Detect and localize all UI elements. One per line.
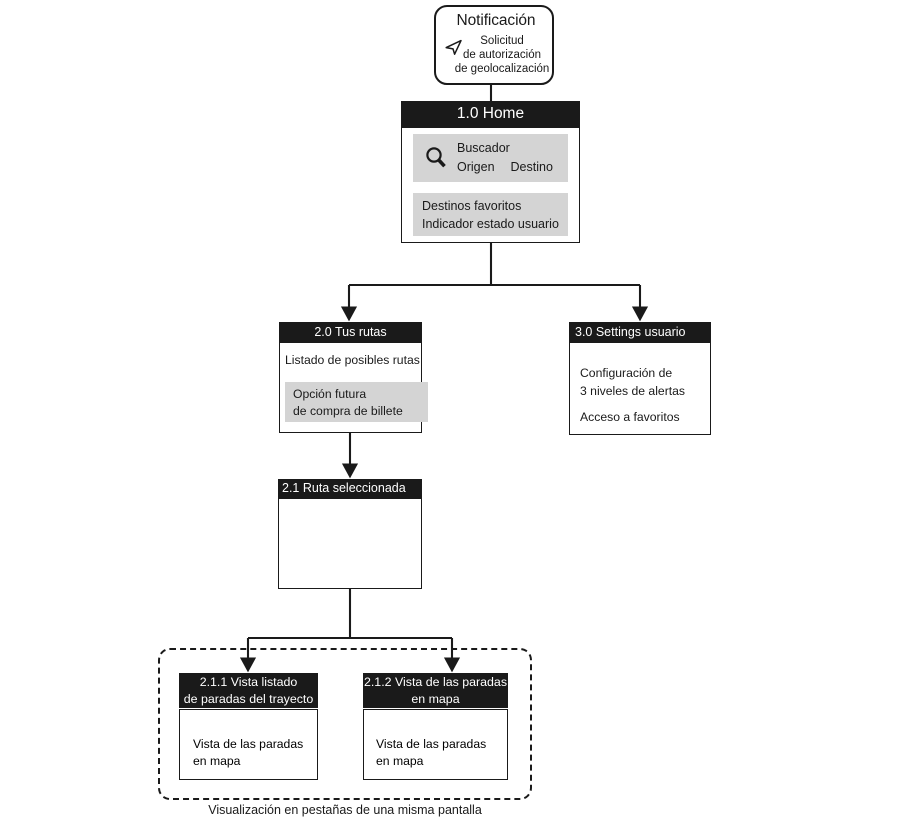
home-search-endpoints: Origen Destino [457,158,569,177]
screen-home[interactable]: 1.0 Home Buscador Origen Destino Destinos… [401,101,580,243]
tab-211-header: 2.1.1 Vista listado de paradas del traye… [179,673,318,708]
tab-212-body [363,709,508,780]
screen-vista-paradas-mapa[interactable]: 2.1.2 Vista de las paradas en mapa Vista… [363,673,508,780]
tus-rutas-list-label: Listado de posibles rutas [285,353,420,367]
screen-ruta-seleccionada[interactable]: 2.1 Ruta seleccionada [278,479,422,589]
tabs-group-caption: Visualización en pestañas de una misma p… [208,803,482,817]
home-search-panel[interactable]: Buscador Origen Destino [413,134,568,182]
notification-body: Solicitud de autorización de geolocaliza… [450,34,554,77]
home-favorites-panel[interactable]: Destinos favoritos Indicador estado usua… [413,193,568,236]
home-search-origin[interactable]: Origen [457,159,495,174]
settings-body [569,342,711,435]
home-search-labels: Buscador Origen Destino [457,139,569,176]
home-favorites-line2: Indicador estado usuario [422,216,559,231]
settings-content: Configuración de 3 niveles de alertas Ac… [580,365,685,427]
screen-vista-listado-paradas[interactable]: 2.1.1 Vista listado de paradas del traye… [179,673,318,780]
tab-212-header-line2: en mapa [411,692,460,706]
tus-rutas-future-option-panel[interactable]: Opción futura de compra de billete [285,382,428,422]
screen-tus-rutas[interactable]: 2.0 Tus rutas Listado de posibles rutas … [279,322,428,433]
screen-settings-usuario[interactable]: 3.0 Settings usuario Configuración de 3 … [569,322,711,435]
tab-212-header: 2.1.2 Vista de las paradas en mapa [363,673,508,708]
tus-rutas-panel-line2: de compra de billete [293,404,403,418]
notification-body-line1: Solicitud [480,35,524,47]
ruta-seleccionada-header: 2.1 Ruta seleccionada [278,479,422,498]
ruta-seleccionada-body [278,498,422,589]
home-favorites-line1: Destinos favoritos [422,199,522,213]
settings-line3: Acceso a favoritos [580,410,680,424]
tab-211-header-line1: 2.1.1 Vista listado [199,675,298,689]
tab-211-body [179,709,318,780]
notification-title: Notificación [456,12,536,29]
tab-212-body-text: Vista de las paradas en mapa [376,736,486,769]
tab-211-body-line2: en mapa [193,753,241,768]
tus-rutas-panel-line1: Opción futura [293,387,367,401]
home-search-destination[interactable]: Destino [510,159,553,174]
tab-211-body-text: Vista de las paradas en mapa [193,736,303,769]
settings-line2: 3 niveles de alertas [580,383,686,398]
settings-spacer [580,400,685,409]
tab-212-header-line1: 2.1.2 Vista de las paradas [363,675,508,689]
search-icon[interactable] [423,145,449,171]
tab-211-header-line2: de paradas del trayecto [183,692,314,706]
notification-card: Notificación Solicitud de autorización d… [434,5,554,85]
tab-212-body-line2: en mapa [376,753,424,768]
settings-line1: Configuración de [580,366,673,380]
tab-212-body-line1: Vista de las paradas [376,737,487,751]
home-header: 1.0 Home [401,101,580,127]
tus-rutas-header: 2.0 Tus rutas [279,322,422,342]
tab-211-body-line1: Vista de las paradas [193,737,304,751]
notification-body-line2: de autorización [463,49,541,62]
tabs-group-boundary [158,648,532,800]
settings-header: 3.0 Settings usuario [569,322,711,342]
home-search-label: Buscador [457,141,510,155]
notification-body-line3: de geolocalización [454,63,550,76]
location-arrow-icon [445,39,462,55]
